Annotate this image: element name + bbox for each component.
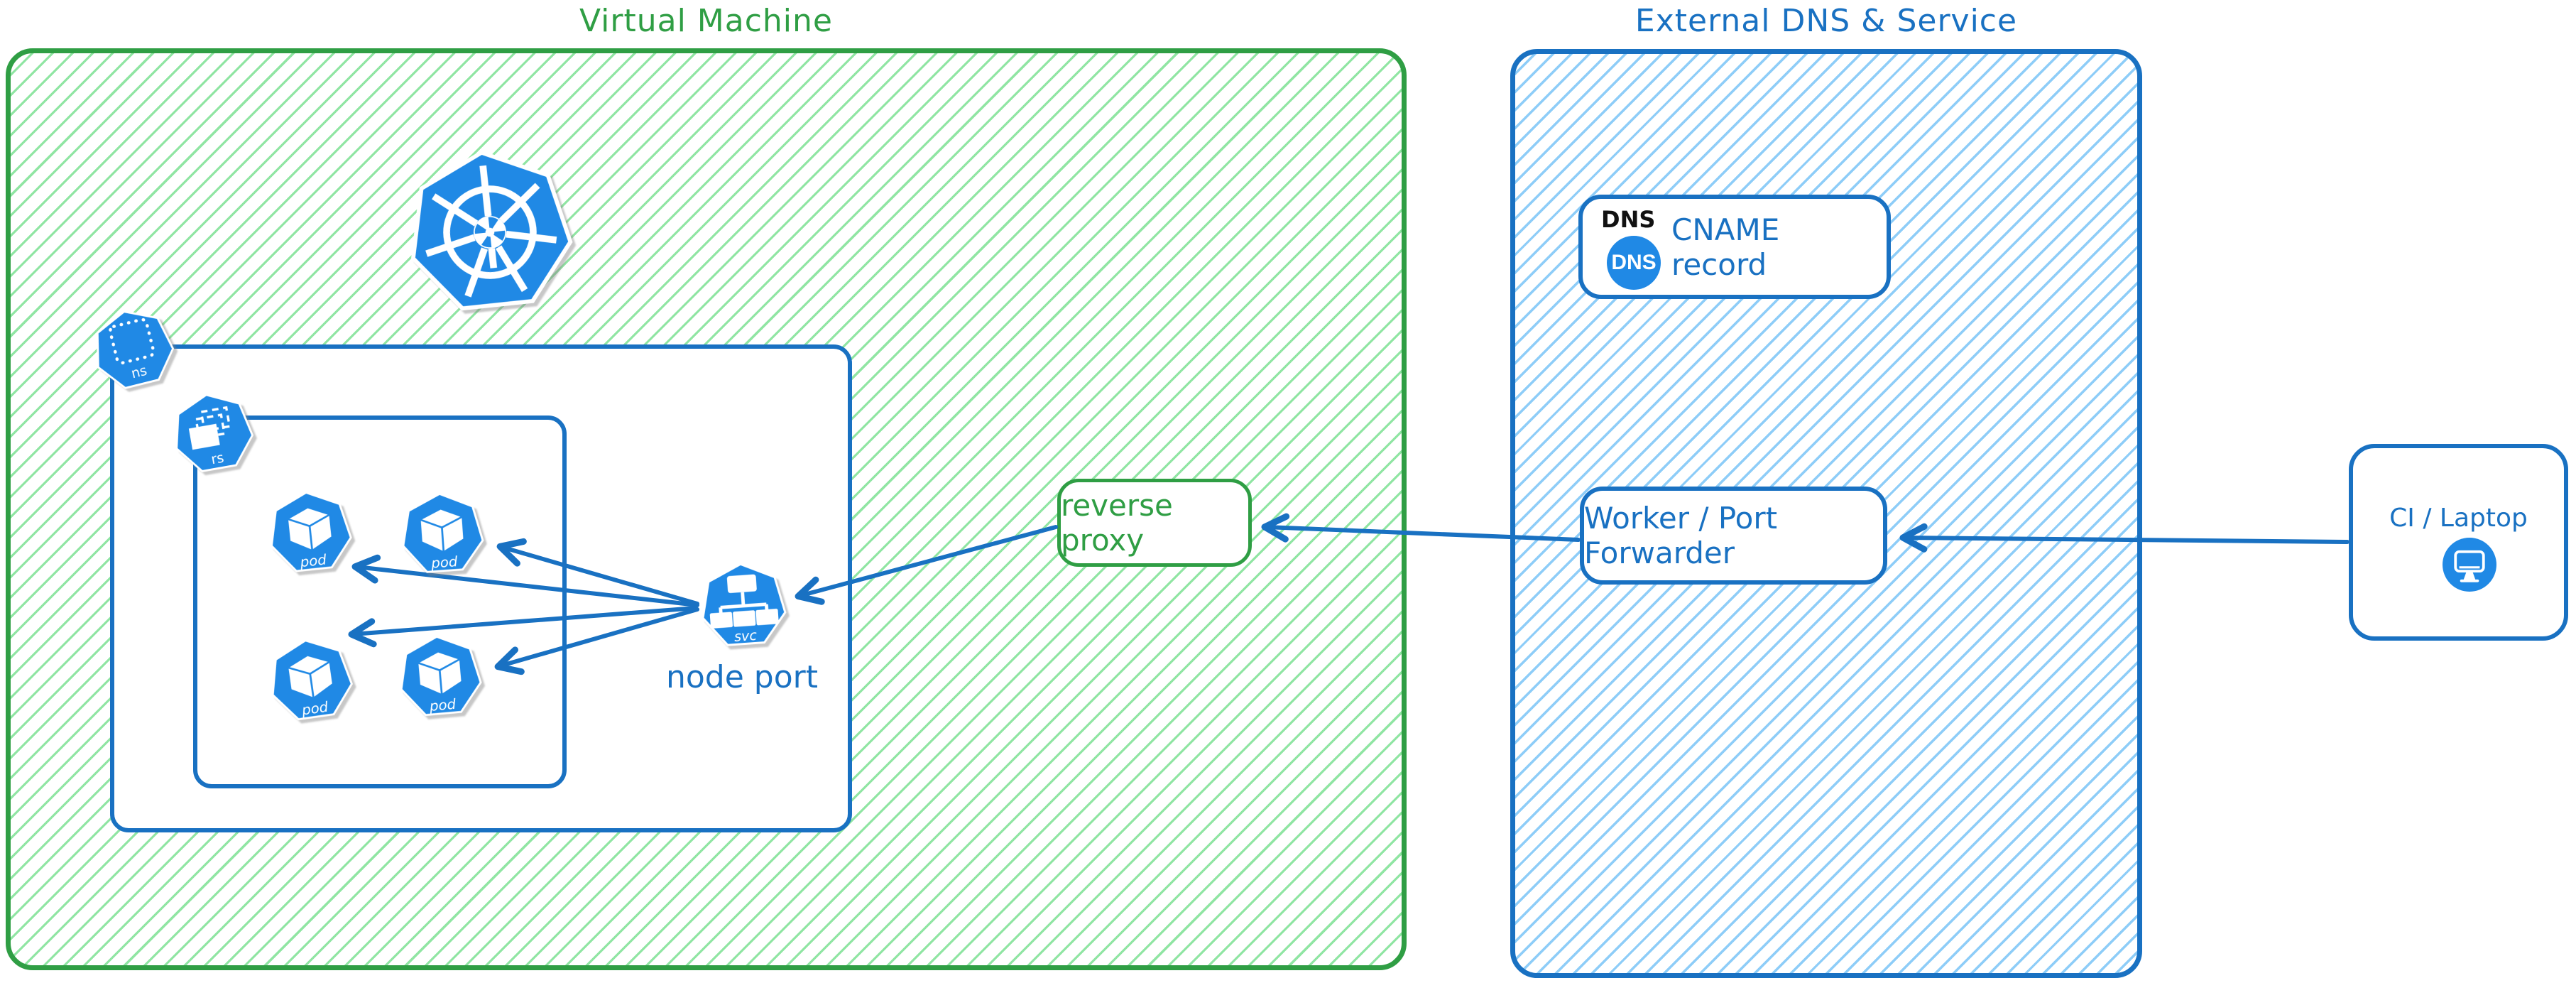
- monitor-icon: [2454, 550, 2485, 582]
- pod-icon-label: pod: [299, 551, 328, 570]
- ci-laptop-label: CI / Laptop: [2389, 504, 2528, 533]
- namespace-icon: ns: [85, 301, 181, 394]
- replicaset-icon: rs: [167, 387, 258, 477]
- reverse-proxy-box: reverse proxy: [1057, 479, 1252, 567]
- virtual-machine-title: Virtual Machine: [579, 3, 833, 39]
- cname-record-label: CNAME record: [1671, 212, 1780, 282]
- ci-laptop-box: CI / Laptop: [2349, 444, 2568, 641]
- service-icon: svc: [698, 560, 789, 648]
- pod-icon-label: pod: [430, 553, 458, 572]
- service-icon-label: svc: [733, 627, 758, 645]
- replicaset-icon-label: rs: [210, 450, 225, 468]
- reverse-proxy-label: reverse proxy: [1061, 488, 1173, 558]
- worker-port-forwarder-box: Worker / Port Forwarder: [1580, 487, 1887, 585]
- pod-icon: pod: [265, 634, 357, 724]
- pod-icon: pod: [395, 632, 484, 718]
- pod-icon: pod: [265, 487, 355, 575]
- external-dns-service-title: External DNS & Service: [1634, 3, 2018, 39]
- pod-icon: pod: [398, 489, 486, 575]
- dns-icon: DNS: [1607, 236, 1661, 290]
- kubernetes-logo-icon: [400, 143, 580, 322]
- pod-icon-label: pod: [428, 696, 457, 715]
- laptop-icon: [2443, 538, 2496, 592]
- dns-icon-text: DNS: [1611, 251, 1657, 274]
- namespace-icon-label: ns: [130, 363, 149, 382]
- dns-card: DNS DNS CNAME record: [1578, 195, 1891, 299]
- node-port-label: node port: [666, 659, 818, 695]
- pod-icon-label: pod: [300, 698, 329, 718]
- dns-card-header: DNS: [1601, 206, 1656, 233]
- replicaset-box: [193, 416, 567, 788]
- worker-port-forwarder-label: Worker / Port Forwarder: [1584, 501, 1778, 570]
